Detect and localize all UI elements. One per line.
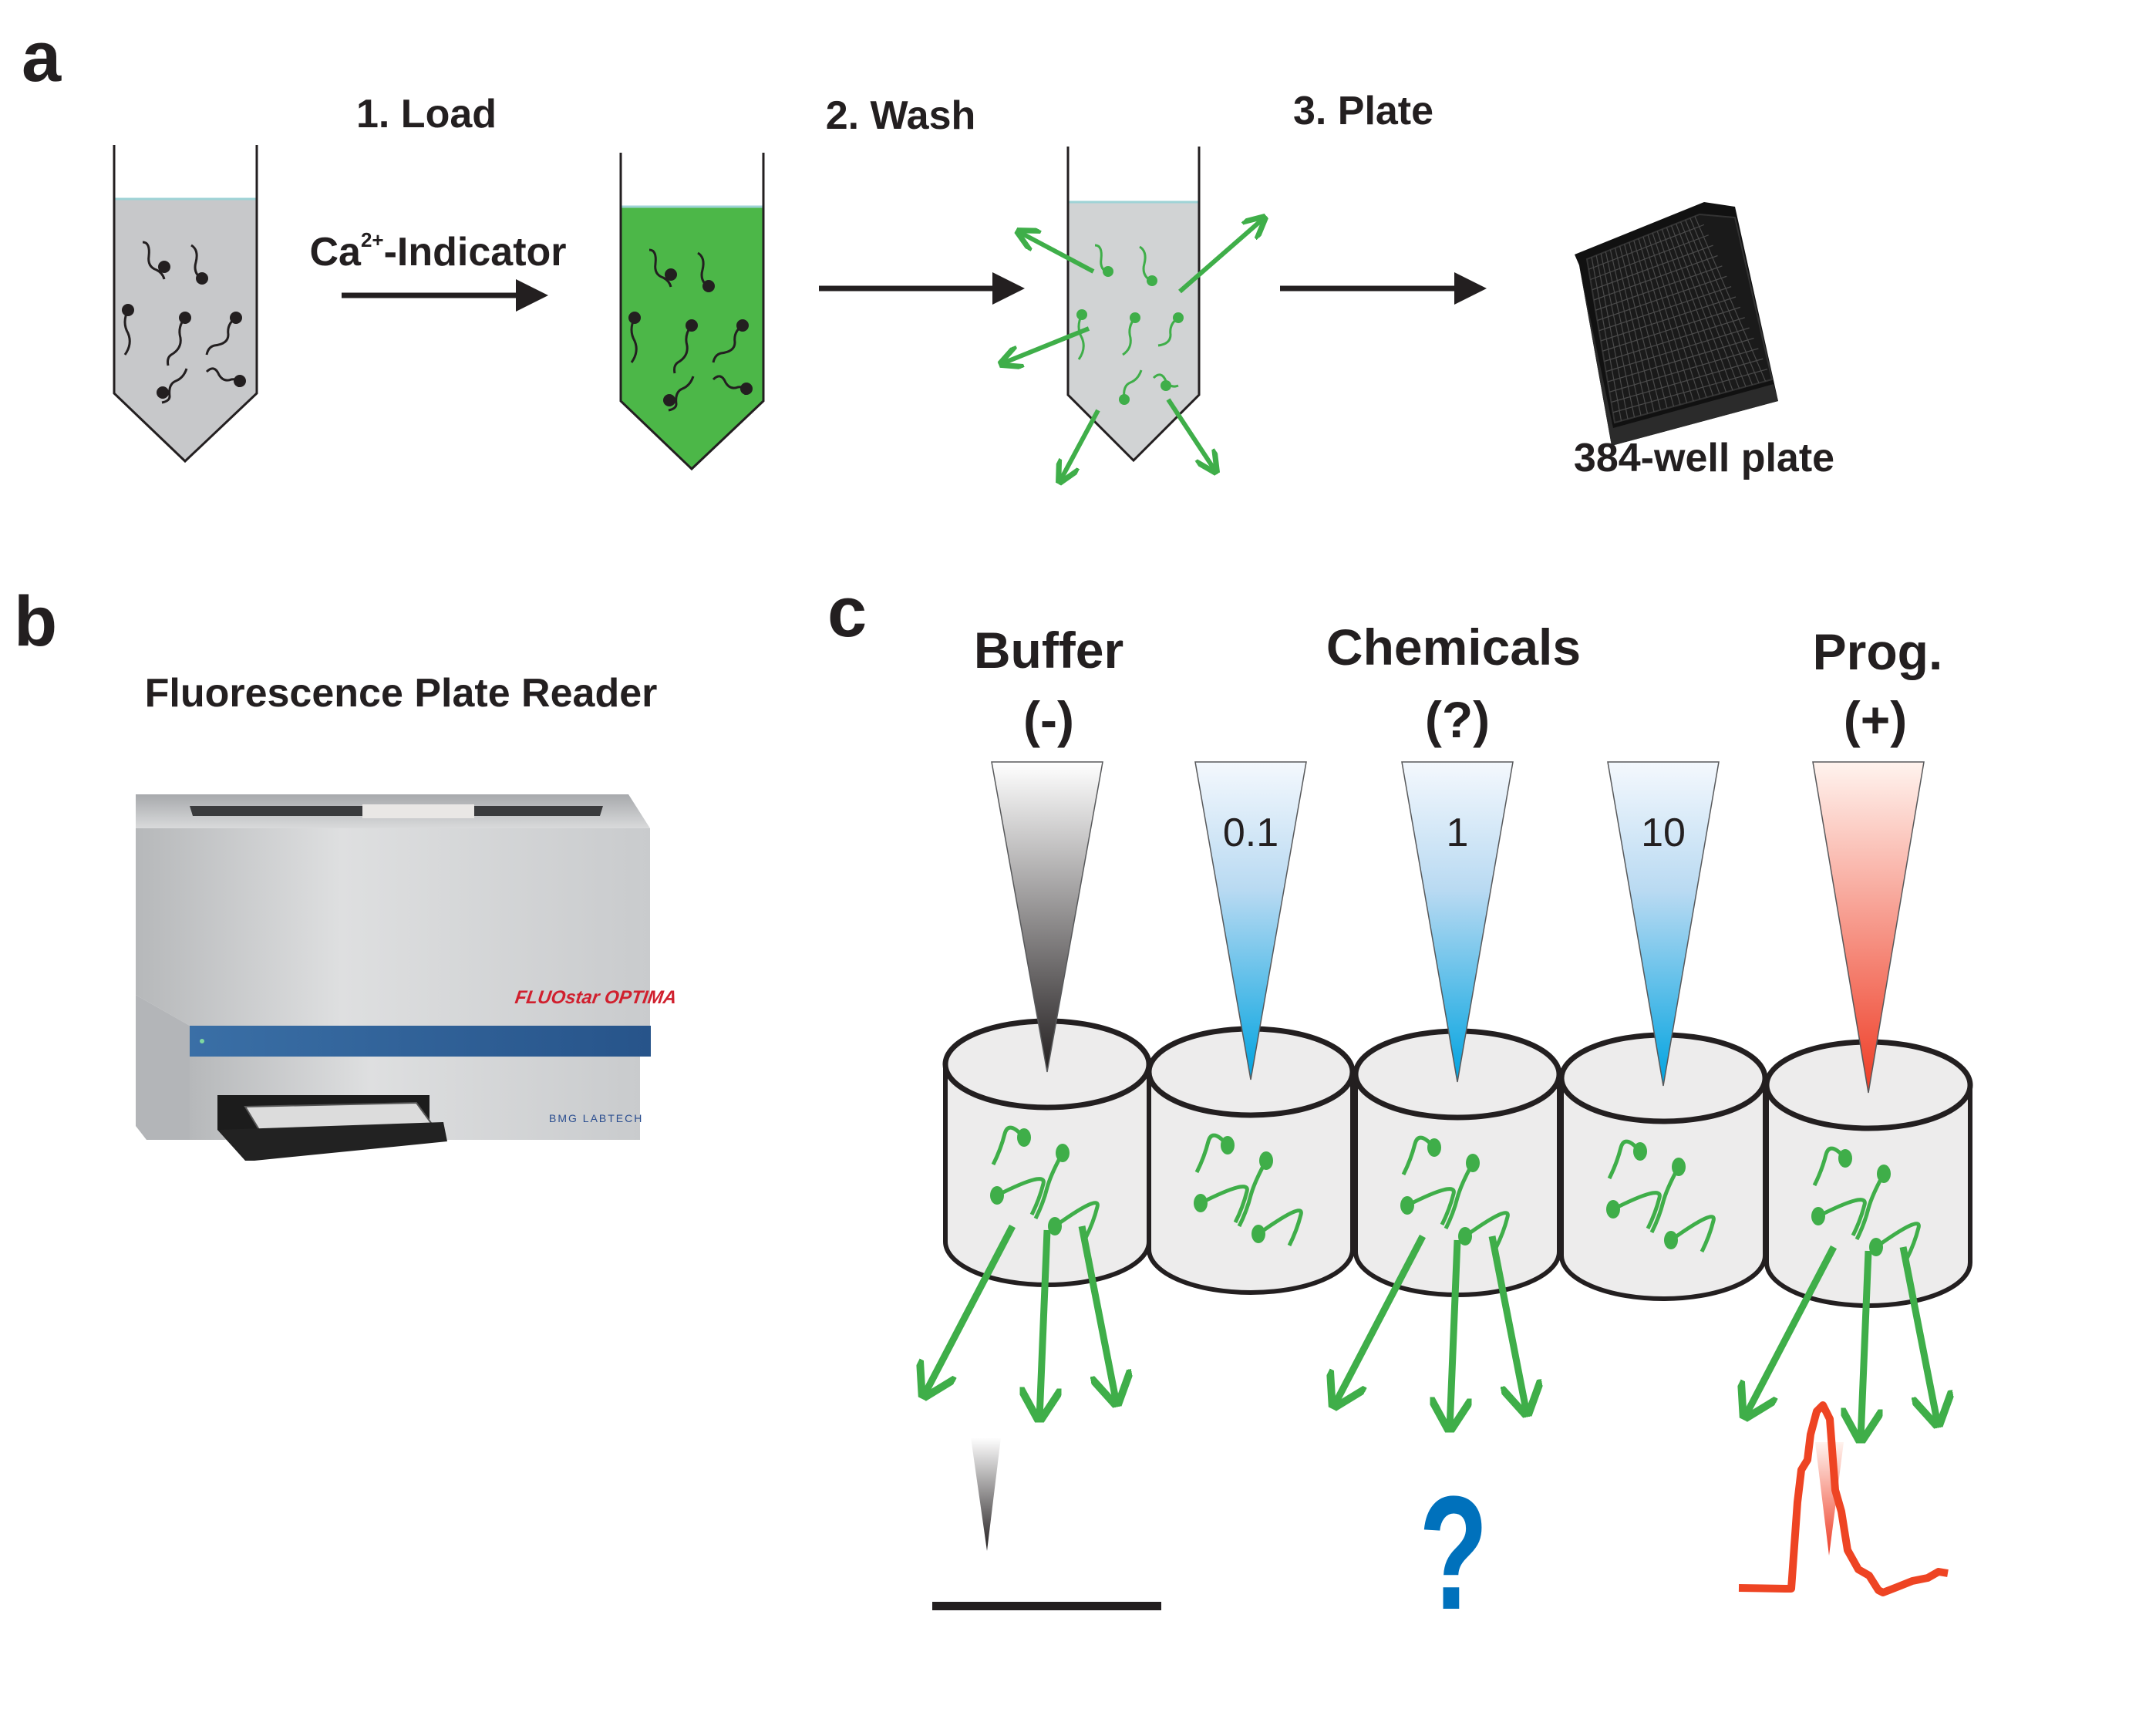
- cell-tail: [1053, 1201, 1100, 1239]
- cell-head: [1400, 1196, 1414, 1215]
- cell-head: [1633, 1142, 1647, 1161]
- tube-washed: [1001, 147, 1265, 482]
- pipette-buffer: [991, 761, 1103, 1073]
- emission-arrow: [1488, 1235, 1527, 1414]
- device-maker-text: BMG LABTECH: [549, 1112, 644, 1124]
- step-wash-label: 2. Wash: [825, 93, 976, 138]
- cell-tail: [1854, 1172, 1886, 1241]
- emission-arrow: [1861, 1250, 1868, 1440]
- question-mark-icon: ?: [1419, 1463, 1488, 1643]
- cell-tail: [1607, 1139, 1642, 1180]
- cell-head: [990, 1186, 1004, 1205]
- group-heading-prog: Prog.: [1812, 623, 1943, 680]
- panel-b-label: b: [14, 582, 58, 661]
- cell-tail: [1199, 1185, 1249, 1224]
- wash-out-arrows: [1001, 217, 1265, 482]
- cell-head: [1672, 1158, 1686, 1176]
- calcium-trace: [1738, 1401, 1949, 1596]
- cell-tail: [1669, 1215, 1716, 1253]
- 384-well-plate-image: [1575, 202, 1778, 446]
- emission-arrow: [1078, 1225, 1117, 1404]
- tube-unloaded: [113, 145, 258, 463]
- cell-head: [1221, 1136, 1235, 1155]
- cell-head: [1251, 1225, 1265, 1243]
- group-sign-chemicals: (?): [1424, 691, 1491, 748]
- cell-head: [1017, 1128, 1031, 1147]
- cell-tail: [1817, 1198, 1867, 1237]
- cell-tail: [1612, 1191, 1662, 1230]
- panel-a-label: a: [22, 18, 62, 96]
- tube-loaded: [619, 153, 765, 471]
- emission-arrow: [1450, 1239, 1457, 1429]
- pipette-chem-1: [1401, 761, 1514, 1083]
- cell-tail: [1033, 1151, 1065, 1220]
- cell-tail: [991, 1125, 1026, 1166]
- group-heading-buffer: Buffer: [973, 622, 1124, 679]
- group-sign-buffer: (-): [1023, 691, 1074, 748]
- cell-head: [1811, 1207, 1825, 1225]
- cell-head: [1056, 1144, 1070, 1162]
- cell-head: [1664, 1231, 1678, 1249]
- cell-tail: [1194, 1133, 1229, 1174]
- emission-arrow: [1039, 1229, 1047, 1419]
- cell-head: [1606, 1200, 1620, 1219]
- cell-head: [1466, 1154, 1480, 1172]
- cell-tail: [995, 1177, 1046, 1216]
- cell-tail: [1401, 1135, 1436, 1176]
- pipette-concentration-label: 10: [1641, 811, 1686, 855]
- reader-title: Fluorescence Plate Reader: [144, 671, 658, 716]
- result-buffer: [932, 1438, 1161, 1610]
- pipette-concentration-label: 0.1: [1222, 811, 1279, 855]
- group-heading-chemicals: Chemicals: [1326, 619, 1582, 676]
- emission-arrow: [924, 1224, 1016, 1396]
- caption-indicator: -Indicator: [383, 230, 567, 275]
- pipette-chem-0.1: [1194, 761, 1307, 1080]
- mini-pipette-gray: [971, 1438, 1001, 1551]
- cell-head: [1427, 1138, 1441, 1157]
- cell-tail: [1812, 1146, 1847, 1187]
- cell-tail: [1406, 1187, 1456, 1226]
- cell-head: [1869, 1238, 1883, 1256]
- cell-head: [1877, 1165, 1891, 1183]
- emission-arrow: [1899, 1246, 1938, 1424]
- cell-tail: [1257, 1208, 1303, 1247]
- calcium-indicator-caption: Ca2+-Indicator: [309, 230, 566, 272]
- pipette-concentration-label: 1: [1446, 811, 1469, 855]
- flat-baseline: [932, 1602, 1161, 1610]
- cell-heads-black: [122, 261, 246, 399]
- caption-superscript: 2+: [360, 228, 384, 251]
- step-plate-label: 3. Plate: [1292, 89, 1434, 133]
- cell-head: [1194, 1194, 1208, 1212]
- group-sign-prog: (+): [1843, 691, 1908, 748]
- cell-tail: [1649, 1165, 1681, 1234]
- cell-head: [1458, 1227, 1472, 1246]
- result-prog: [1738, 1401, 1949, 1596]
- caption-ca: Ca: [309, 230, 361, 275]
- cell-head: [1259, 1151, 1273, 1170]
- pipette-chem-10: [1607, 761, 1720, 1087]
- cell-tail: [1237, 1159, 1268, 1228]
- cell-tail: [1444, 1161, 1475, 1230]
- cell-tail: [1464, 1211, 1510, 1249]
- panel-c-label: c: [827, 573, 867, 652]
- plate-caption: 384-well plate: [1573, 436, 1835, 480]
- step-load-label: 1. Load: [355, 92, 497, 137]
- cell-head: [1838, 1149, 1852, 1168]
- cell-head: [1048, 1217, 1062, 1235]
- pipette-prog: [1812, 761, 1925, 1094]
- cell-tail: [1875, 1222, 1921, 1260]
- emission-arrow: [1334, 1234, 1426, 1406]
- emission-arrow: [1745, 1245, 1837, 1417]
